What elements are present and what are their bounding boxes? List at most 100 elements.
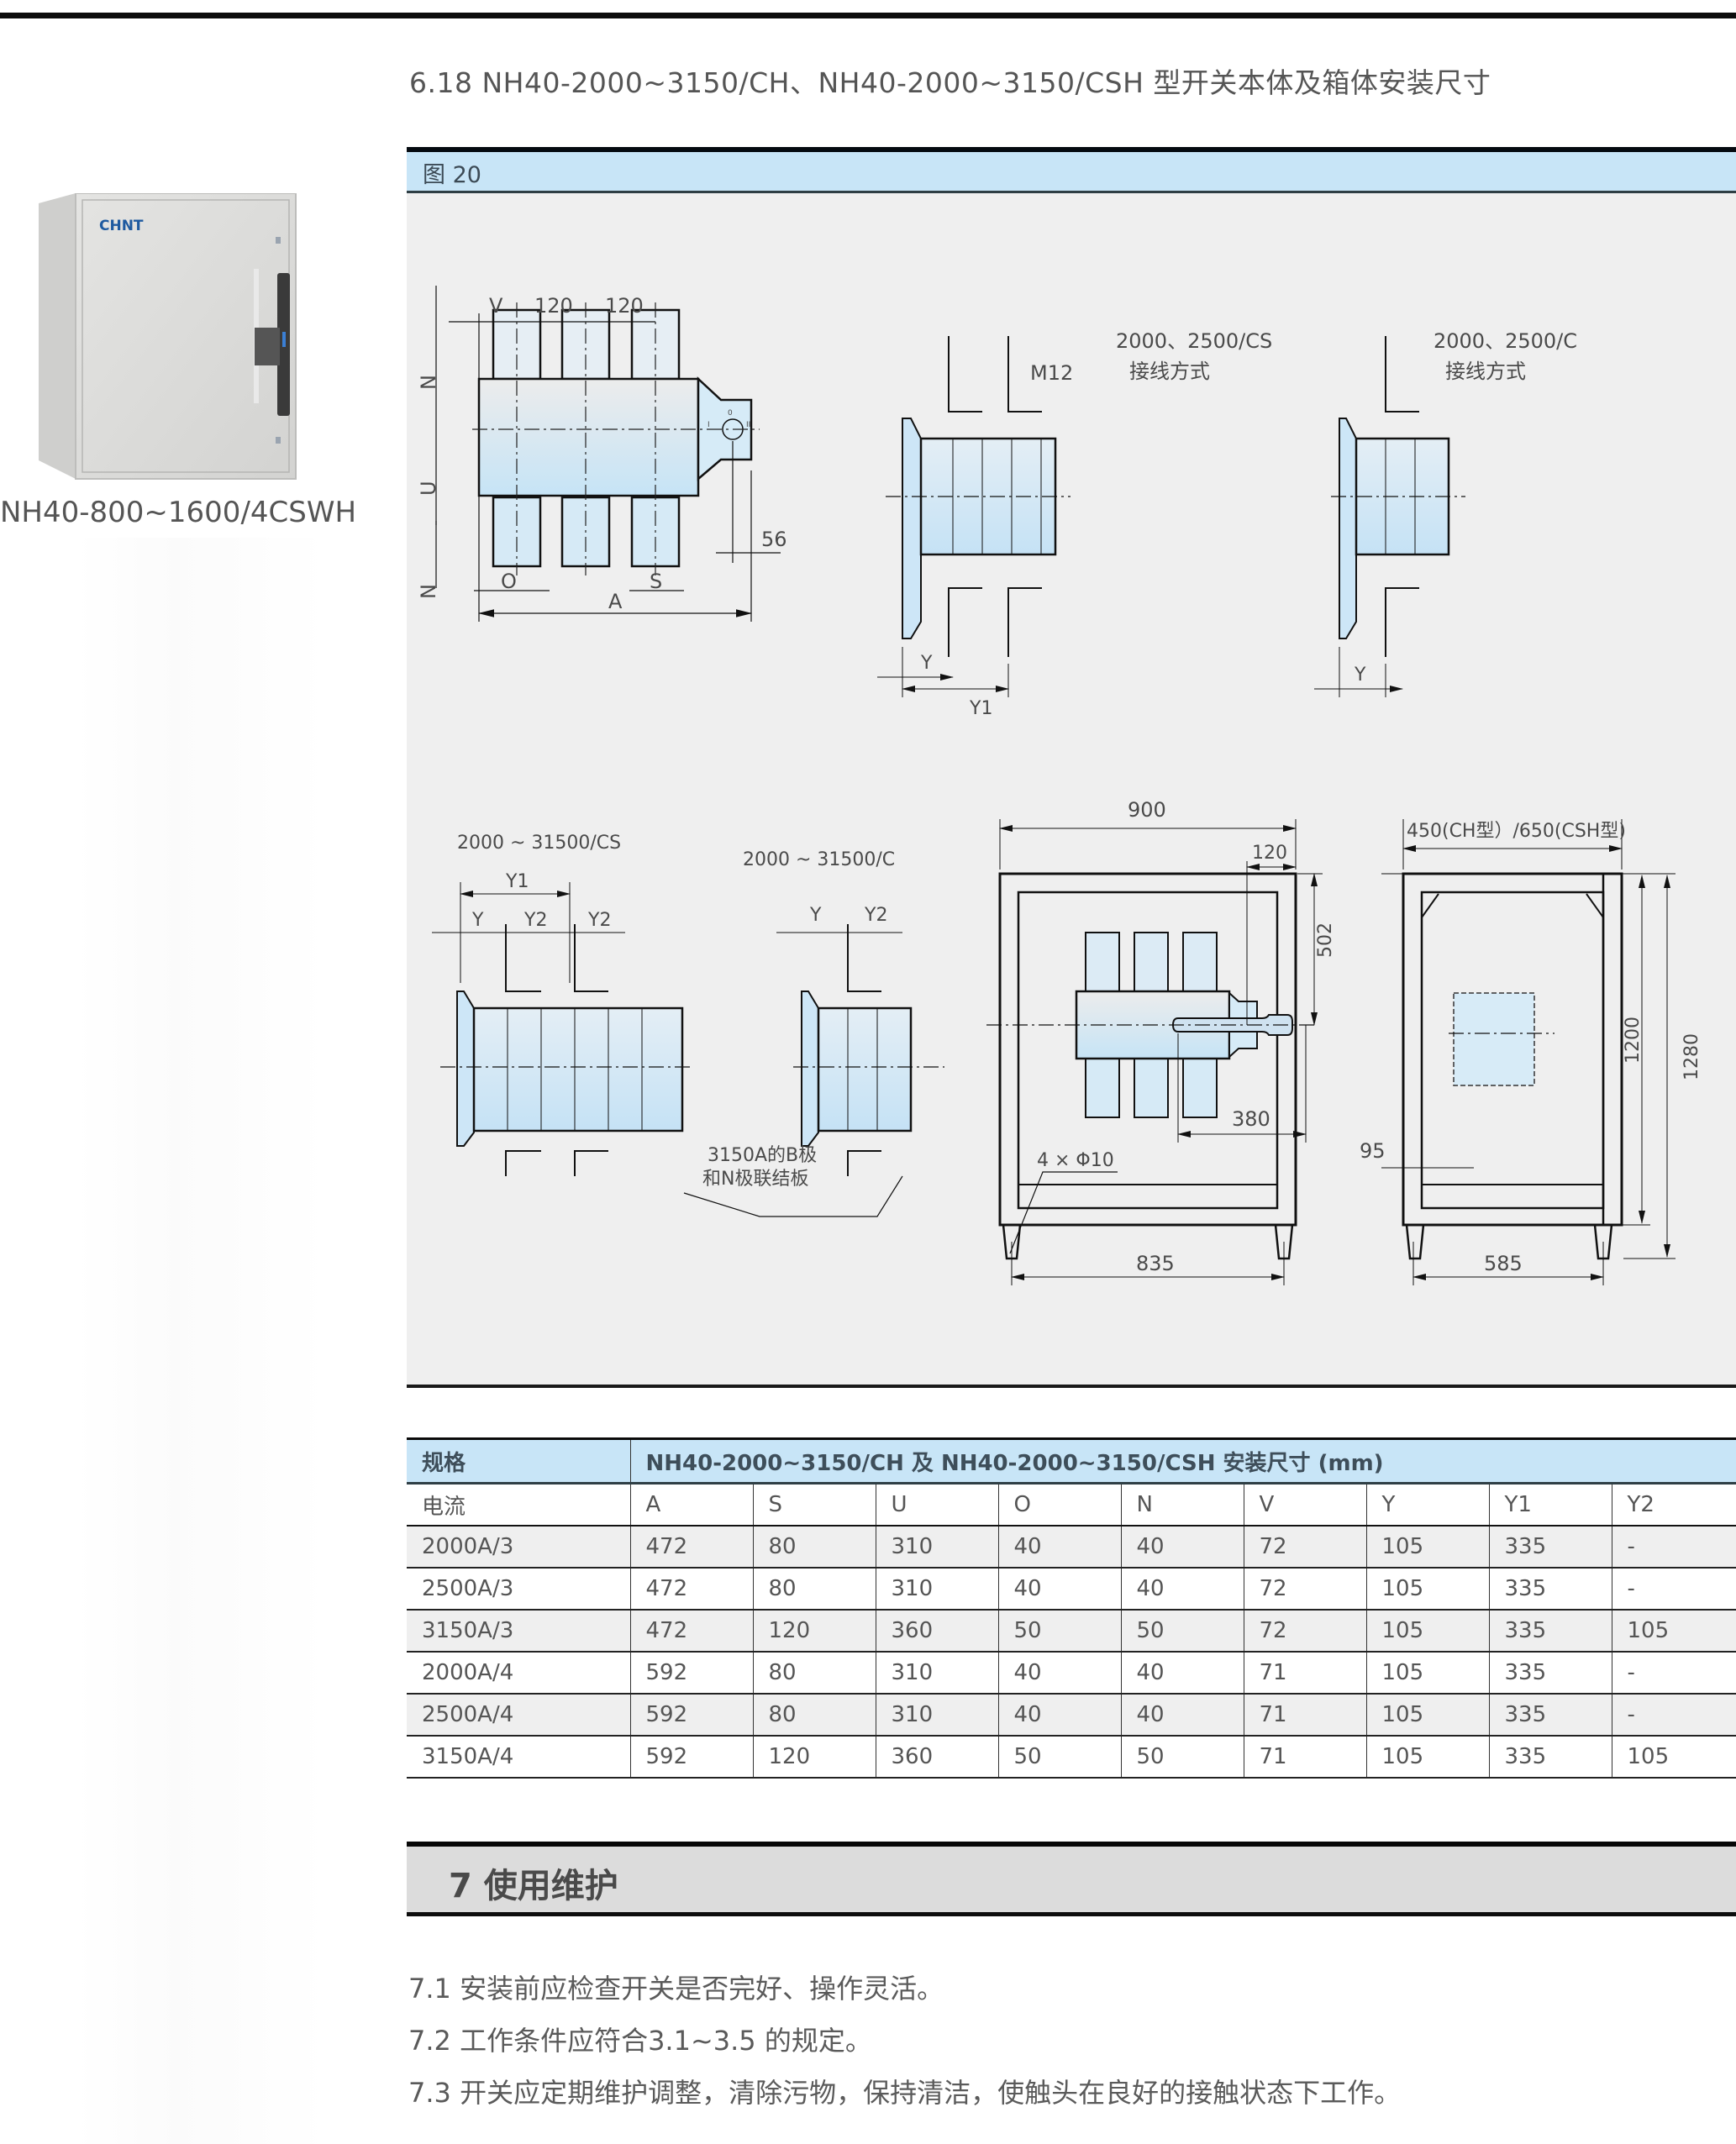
table-cell-current: 2500A/4 <box>407 1694 630 1737</box>
cabinet-side-offset: 95 <box>1360 1139 1386 1163</box>
table-cell: 335 <box>1488 1652 1612 1695</box>
side-view-cs <box>877 336 1071 697</box>
cabinet-handle-reach: 380 <box>1232 1107 1270 1131</box>
table-cell: 105 <box>1365 1694 1489 1737</box>
technical-drawing: V 120 120 N U N O S 56 A 0 I II 2000、250… <box>417 286 1702 1285</box>
table-column-row: 电流 A S U O N V Y Y1 Y2 <box>407 1483 1736 1527</box>
col-v: V <box>1243 1483 1366 1527</box>
dim-n-top: N <box>417 375 440 390</box>
table-header-title: NH40-2000~3150/CH 及 NH40-2000~3150/CSH 安… <box>629 1440 1736 1485</box>
top-rule <box>0 13 1736 18</box>
table-cell: 310 <box>875 1526 998 1569</box>
table-cell: 50 <box>997 1736 1121 1779</box>
table-cell: 310 <box>875 1652 998 1695</box>
col-o: O <box>997 1483 1121 1527</box>
col-s: S <box>752 1483 876 1527</box>
table-top-rule <box>407 1437 1736 1442</box>
table-cell: 80 <box>752 1694 876 1737</box>
cs3150-y: Y <box>471 910 484 931</box>
figure-top-rule <box>407 147 1736 152</box>
table-cell: 72 <box>1243 1526 1366 1569</box>
figure-label: 图 20 <box>423 162 481 188</box>
table-cell: 105 <box>1611 1736 1736 1779</box>
dim-s: S <box>650 570 662 593</box>
table-cell: 40 <box>1120 1652 1244 1695</box>
side-c-callout: 接线方式 <box>1445 360 1526 383</box>
handle-mark-two: II <box>746 421 750 429</box>
dim-pitch2: 120 <box>605 294 644 318</box>
dim-o: O <box>501 570 517 593</box>
switch-body <box>477 377 700 497</box>
table-cell: 105 <box>1365 1736 1489 1779</box>
cabinet-inner-height: 1200 <box>1623 1017 1644 1064</box>
table-cell: 120 <box>752 1610 876 1653</box>
section7-top-rule <box>407 1842 1736 1847</box>
cabinet-front-view <box>986 819 1323 1285</box>
table-cell: 105 <box>1365 1610 1489 1653</box>
dim-v: V <box>489 294 503 318</box>
table-cell: - <box>1611 1526 1736 1569</box>
dim-n-bottom: N <box>417 584 440 599</box>
table-cell: 71 <box>1243 1736 1366 1779</box>
side-c-y: Y <box>1354 665 1366 686</box>
side-view-cs-3150 <box>432 882 692 1176</box>
table-cell: 80 <box>752 1526 876 1569</box>
cabinet-offset: 120 <box>1252 843 1287 864</box>
figure-bottom-rule <box>407 1385 1736 1388</box>
side-cs-callout: 接线方式 <box>1129 360 1210 383</box>
table-cell: 105 <box>1365 1652 1489 1695</box>
cabinet-side-feet-span: 585 <box>1484 1252 1523 1275</box>
dim-a: A <box>608 590 623 613</box>
table-cell: 335 <box>1488 1568 1612 1611</box>
c3150-title: 2000 ~ 31500/C <box>743 849 895 870</box>
col-n: N <box>1120 1483 1244 1527</box>
side-cs-y1: Y1 <box>969 698 992 719</box>
cabinet-total-height: 1280 <box>1681 1033 1702 1080</box>
brand-logo: CHNT <box>99 218 144 234</box>
table-cell: 50 <box>997 1610 1121 1653</box>
table-cell: 472 <box>629 1526 753 1569</box>
front-view-dimension-labels: V 120 120 N U N O S 56 A 0 I II <box>417 294 787 613</box>
side-view-c-3150 <box>683 924 944 1217</box>
table-cell: - <box>1611 1568 1736 1611</box>
handle-housing <box>697 376 753 481</box>
table-header-row: 规格 NH40-2000~3150/CH 及 NH40-2000~3150/CS… <box>407 1440 1736 1485</box>
table-cell: 71 <box>1243 1652 1366 1695</box>
col-y1: Y1 <box>1488 1483 1612 1527</box>
section7-title: 7 使用维护 <box>449 1867 618 1905</box>
table-cell: 40 <box>997 1652 1121 1695</box>
side-cs-bolt: M12 <box>1030 361 1073 385</box>
side-view-c <box>1314 336 1465 697</box>
table-cell: 360 <box>875 1610 998 1653</box>
table-cell-current: 2500A/3 <box>407 1568 630 1611</box>
c3150-y: Y <box>809 905 822 926</box>
table-cell: 335 <box>1488 1694 1612 1737</box>
cabinet-holes: 4 × Φ10 <box>1037 1150 1114 1171</box>
table-cell: 40 <box>1120 1694 1244 1737</box>
table-cell: 335 <box>1488 1526 1612 1569</box>
table-cell: 592 <box>629 1652 753 1695</box>
cs3150-y2b: Y2 <box>587 910 611 931</box>
product-photo: CHNT <box>39 193 297 480</box>
c3150-note-line1: 3150A的B极 <box>708 1145 817 1166</box>
table-cell: 360 <box>875 1736 998 1779</box>
table-cell: 592 <box>629 1694 753 1737</box>
c3150-y2: Y2 <box>864 905 887 926</box>
dim-pitch1: 120 <box>534 294 573 318</box>
side-c-title: 2000、2500/C <box>1434 329 1577 353</box>
table-cell: 472 <box>629 1610 753 1653</box>
cabinet-feet-span: 835 <box>1136 1252 1175 1275</box>
table-cell: 72 <box>1243 1568 1366 1611</box>
table-cell: 105 <box>1611 1610 1736 1653</box>
table-cell-current: 2000A/3 <box>407 1526 630 1569</box>
table-cell: 310 <box>875 1568 998 1611</box>
table-cell: 472 <box>629 1568 753 1611</box>
cs3150-y1: Y1 <box>505 871 529 892</box>
table-cell: 40 <box>1120 1526 1244 1569</box>
figure-header <box>407 152 1736 191</box>
table-cell: 40 <box>997 1694 1121 1737</box>
